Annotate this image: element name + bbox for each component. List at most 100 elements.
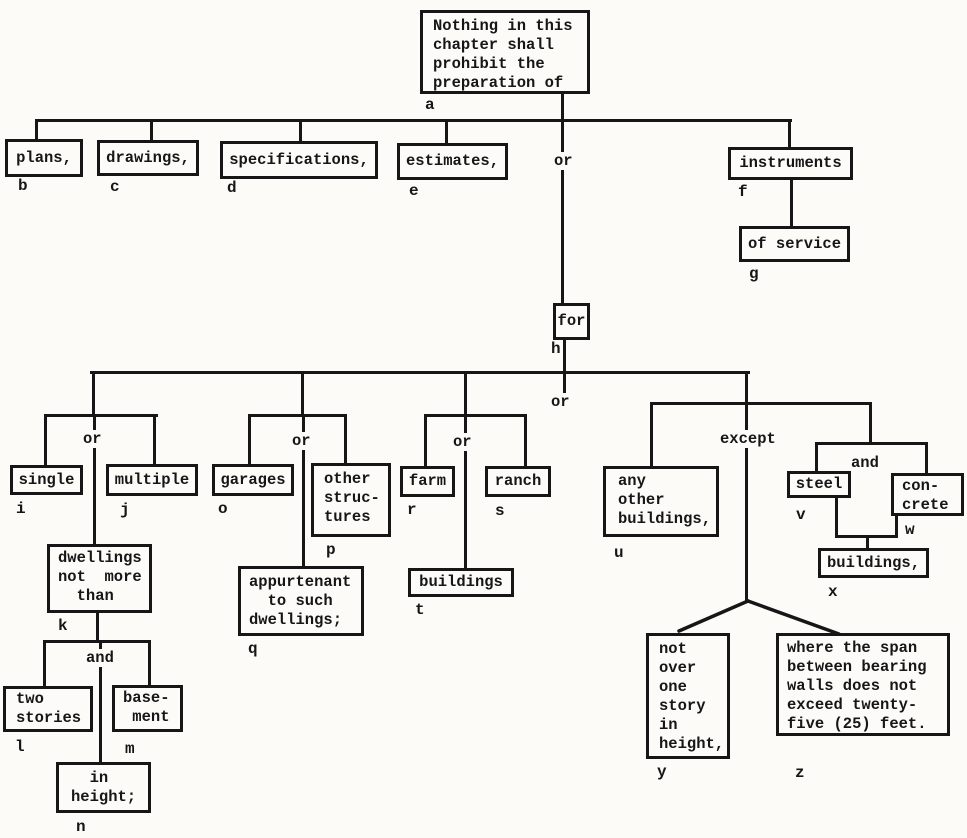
tag-u: u: [614, 544, 624, 562]
tag-g: g: [749, 265, 759, 283]
node-t-buildings: buildings: [408, 568, 514, 597]
node-j-multiple: multiple: [106, 464, 198, 496]
connector-line: [43, 640, 46, 686]
node-p-other-structures: other struc- tures: [311, 463, 391, 537]
conj-or-top: or: [551, 152, 576, 170]
connector-line: [150, 119, 153, 143]
tag-i: i: [16, 500, 26, 518]
connector-line: [815, 442, 818, 471]
connector-line: [302, 414, 305, 566]
connector-line: [650, 402, 653, 466]
connector-line: [96, 611, 99, 642]
connector-line: [301, 371, 304, 417]
tag-n: n: [76, 818, 86, 836]
node-m-basement: base- ment: [112, 685, 183, 732]
tag-b: b: [18, 177, 28, 195]
connector-line: [92, 371, 95, 417]
node-q-appurtenant: appurtenant to such dwellings;: [238, 566, 364, 636]
connector-line: [445, 119, 448, 146]
conj-or-garages-structures: or: [289, 432, 314, 450]
node-r-farm: farm: [400, 466, 455, 497]
conj-and-steel-concrete: and: [848, 454, 882, 472]
tag-y: y: [657, 763, 667, 781]
node-v-steel: steel: [787, 471, 851, 498]
tag-q: q: [248, 640, 258, 658]
tag-v: v: [796, 506, 806, 524]
connector-line: [424, 414, 527, 417]
connector-line: [561, 93, 564, 121]
node-k-dwellings: dwellings not more than: [47, 544, 152, 613]
node-h-for: for: [553, 303, 590, 340]
connector-line: [93, 414, 96, 544]
connector-line: [35, 119, 792, 122]
tag-c: c: [110, 178, 120, 196]
node-e-estimates: estimates,: [397, 143, 508, 180]
connector-line: [895, 514, 898, 538]
connector-line: [299, 119, 302, 144]
node-u-any-other-buildings: any other buildings,: [603, 466, 719, 537]
node-i-single: single: [10, 465, 83, 495]
connector-line: [869, 402, 872, 444]
node-z-span-clause: where the span between bearing walls doe…: [776, 633, 950, 736]
tag-s: s: [495, 502, 505, 520]
connector-line: [835, 496, 838, 538]
tag-p: p: [326, 541, 336, 559]
connector-line: [344, 414, 347, 463]
node-g-of-service: of service: [739, 226, 850, 262]
tag-k: k: [58, 617, 68, 635]
node-a-preamble: Nothing in this chapter shall prohibit t…: [420, 10, 590, 94]
node-o-garages: garages: [212, 464, 294, 496]
connector-line: [248, 414, 347, 417]
node-c-drawings: drawings,: [97, 140, 199, 176]
connector-line: [424, 414, 427, 466]
tag-m: m: [125, 740, 135, 758]
connector-line: [524, 414, 527, 466]
tag-l: l: [15, 738, 25, 756]
connector-line: [464, 414, 467, 568]
node-y-not-over-one-story: not over one story in height,: [646, 633, 730, 759]
tag-j: j: [120, 501, 130, 519]
connector-line: [925, 442, 928, 473]
node-f-instruments: instruments: [728, 147, 853, 180]
tag-e: e: [409, 182, 419, 200]
tag-f: f: [738, 183, 748, 201]
conj-or-main: or: [548, 393, 573, 411]
connector-line: [563, 338, 566, 396]
connector-line: [153, 414, 156, 464]
connector-line: [745, 371, 748, 602]
tag-w: w: [905, 521, 915, 539]
connector-line: [866, 535, 869, 550]
connector-line: [788, 119, 791, 150]
connector-line: [99, 640, 102, 762]
connector-line: [815, 442, 928, 445]
tag-a: a: [425, 96, 435, 114]
node-x-buildings: buildings,: [818, 548, 929, 578]
connector-line: [790, 178, 793, 228]
connector-line: [44, 414, 158, 417]
tag-z: z: [795, 764, 805, 782]
conj-and-stories-basement: and: [83, 649, 117, 667]
connector-line: [148, 640, 151, 685]
connector-line: [650, 402, 872, 405]
tag-r: r: [407, 501, 417, 519]
tag-d: d: [227, 179, 237, 197]
node-s-ranch: ranch: [485, 466, 551, 497]
tag-h: h: [551, 340, 561, 358]
connector-line: [248, 414, 251, 464]
connector-line: [464, 371, 467, 417]
node-n-in-height: in height;: [56, 762, 151, 813]
connector-line: [44, 414, 47, 465]
conj-or-farm-ranch: or: [450, 433, 475, 451]
node-d-specifications: specifications,: [220, 141, 378, 179]
conj-or-single-multiple: or: [80, 430, 105, 448]
connector-line: [90, 371, 750, 374]
node-l-two-stories: two stories: [3, 686, 93, 732]
tag-t: t: [415, 601, 425, 619]
connector-line: [43, 640, 151, 643]
connector-line: [35, 119, 38, 141]
node-b-plans: plans,: [5, 139, 83, 177]
node-w-concrete: con- crete: [891, 473, 964, 516]
tag-x: x: [828, 583, 838, 601]
conj-except: except: [717, 430, 779, 448]
